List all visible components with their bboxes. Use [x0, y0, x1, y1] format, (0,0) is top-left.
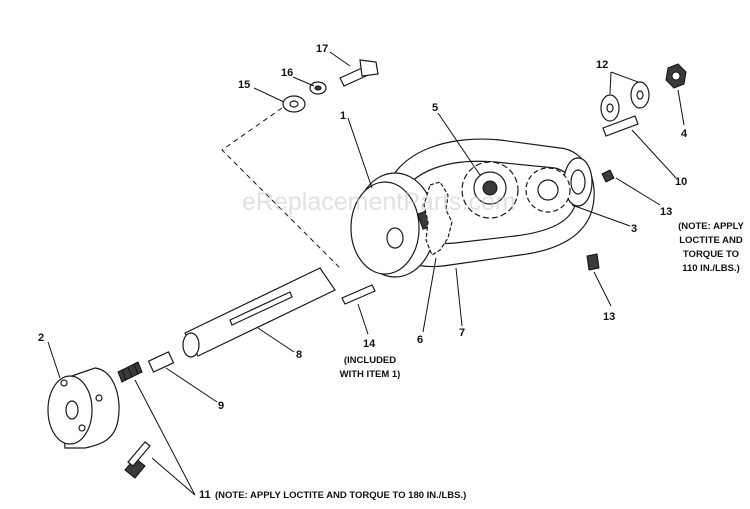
- callout-8: 8: [296, 349, 302, 361]
- shaft-8: [182, 267, 336, 358]
- assembly-dashed-line: [221, 107, 341, 269]
- washers-12: [600, 81, 650, 122]
- set-screw-13-upper: [601, 169, 615, 183]
- sprocket-3: [525, 167, 571, 213]
- set-screw-11-upper: [117, 361, 143, 383]
- set-screw-9: [147, 351, 175, 373]
- note-13-line-4: 110 IN./LBS.): [682, 263, 740, 274]
- callout-13-lower: 13: [603, 311, 615, 323]
- note-13-line-3: TORQUE TO: [683, 249, 739, 260]
- callout-13-upper: 13: [660, 206, 672, 218]
- note-11: (NOTE: APPLY LOCTITE AND TORQUE TO 180 I…: [215, 490, 466, 501]
- bolt-11-lower: [124, 441, 151, 479]
- callout-7: 7: [459, 327, 465, 339]
- callout-5: 5: [432, 102, 438, 114]
- bolt-17: [339, 59, 379, 87]
- set-screw-13-lower: [586, 253, 600, 271]
- callout-1: 1: [340, 110, 346, 122]
- pulley-1: [350, 172, 436, 278]
- callout-10: 10: [675, 176, 687, 188]
- note-14-line-1: (INCLUDED: [344, 355, 396, 366]
- washer-15: [282, 95, 306, 113]
- key-14: [341, 284, 376, 305]
- sprocket-6: [423, 181, 453, 256]
- callout-9: 9: [218, 400, 224, 412]
- callout-4: 4: [681, 128, 688, 140]
- callout-12: 12: [596, 59, 608, 71]
- callout-3: 3: [631, 223, 637, 235]
- callout-17: 17: [316, 43, 328, 55]
- pin-10: [602, 115, 639, 137]
- lock-washer-16: [309, 81, 327, 95]
- watermark-text: eReplacementParts.com: [242, 188, 516, 216]
- callout-16: 16: [281, 67, 293, 79]
- sprocket-5: [461, 161, 519, 219]
- note-13-line-1: (NOTE: APPLY: [678, 221, 744, 232]
- callout-15: 15: [238, 79, 250, 91]
- callout-6: 6: [417, 334, 423, 346]
- nut-4: [665, 63, 687, 89]
- callout-2: 2: [38, 332, 44, 344]
- callout-14: 14: [363, 338, 376, 350]
- leader-lines: [47, 51, 685, 496]
- note-13-line-2: LOCTITE AND: [679, 235, 743, 246]
- callout-11: 11: [199, 489, 211, 501]
- hub-2: [47, 367, 120, 449]
- note-14-line-2: WITH ITEM 1): [340, 369, 401, 380]
